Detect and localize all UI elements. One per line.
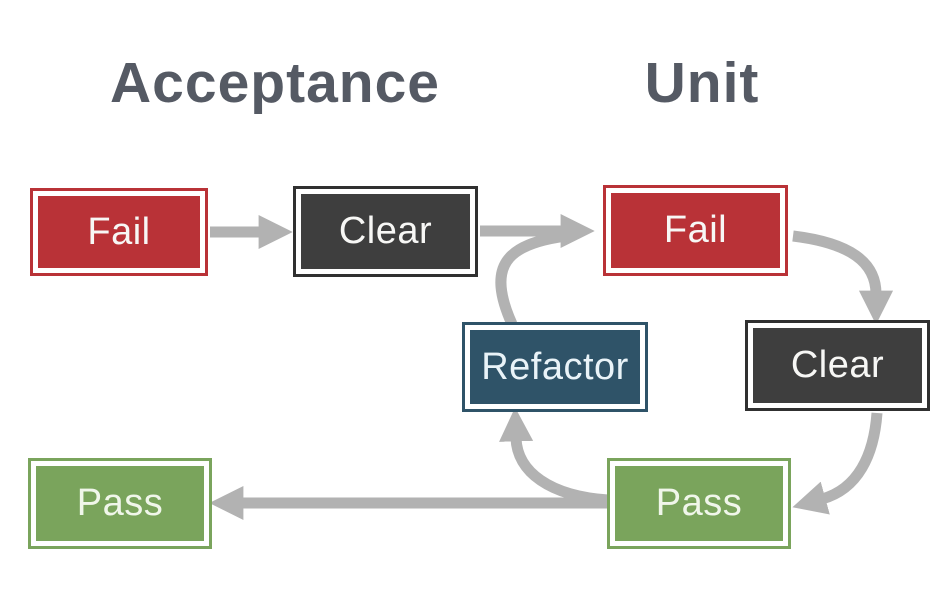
node-label: Pass (76, 482, 164, 524)
node-label: Refactor (481, 345, 629, 388)
node-label: Clear (790, 344, 885, 386)
node-unit-refactor: Refactor (462, 322, 648, 412)
node-unit-clear: Clear (745, 320, 930, 411)
heading-acceptance: Acceptance (110, 51, 440, 115)
node-acceptance-pass: Pass (28, 458, 212, 549)
node-label: Fail (663, 209, 728, 251)
node-label: Fail (87, 210, 151, 253)
node-acceptance-fail: Fail (30, 188, 208, 276)
node-label: Pass (655, 482, 743, 524)
node-label: Clear (338, 210, 433, 252)
arrow-refactor-to-unit-fail (495, 230, 567, 327)
heading-unit: Unit (644, 51, 760, 115)
arrow-unit-clear-to-pass (792, 412, 883, 515)
arrow-unit-pass-to-refactor (499, 407, 609, 506)
node-unit-fail: Fail (603, 185, 788, 276)
arrow-unit-fail-to-clear (792, 230, 894, 325)
node-acceptance-clear: Clear (293, 186, 478, 277)
node-unit-pass: Pass (607, 458, 791, 549)
